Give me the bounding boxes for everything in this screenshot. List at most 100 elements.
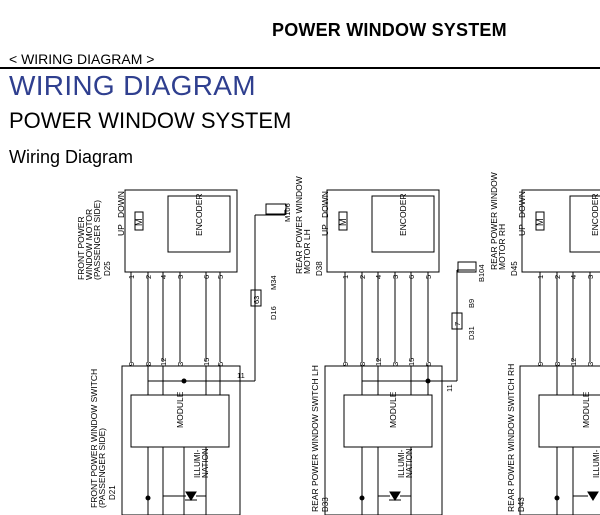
switch-pin: 5 xyxy=(216,362,225,366)
switch-pin: 8 xyxy=(144,362,153,366)
module-label: MODULE xyxy=(175,391,185,428)
module-box xyxy=(130,394,230,448)
encoder-label: ENCODER xyxy=(398,193,408,236)
motor-pin: 3 xyxy=(586,275,595,279)
motor-box xyxy=(521,189,600,273)
joint-connector-b: D16 xyxy=(269,306,278,320)
svg-text:FRONT POWER: FRONT POWER xyxy=(76,216,86,280)
group-rear-lh-text: REAR POWER WINDOW MOTOR LH D38 UP DOWN M… xyxy=(294,176,486,512)
motor-down-label: DOWN xyxy=(116,191,126,218)
illumination-label-1: ILLUMI- xyxy=(592,449,600,478)
joint-pin-label: 63 xyxy=(252,296,261,304)
switch-connector-label: D43 xyxy=(517,497,526,512)
switch-pin: 3 xyxy=(391,362,400,366)
motor-label-line-2: MOTOR LH xyxy=(302,229,312,274)
jc-connector-label: M106 xyxy=(283,203,292,222)
module-label: MODULE xyxy=(581,391,591,428)
jc-connector-box xyxy=(265,203,287,215)
group-front-passenger-text: FRONT POWER WINDOW MOTOR (PASSENGER SIDE… xyxy=(76,191,292,508)
switch-connector-label: D33 xyxy=(321,497,330,512)
switch-pin: 5 xyxy=(424,362,433,366)
motor-symbol-box xyxy=(338,211,348,231)
group-rear-rh-text: REAR POWER WINDOW MOTOR RH D45 UP DOWN M… xyxy=(489,172,600,512)
joint-connector-box xyxy=(451,312,463,330)
switch-pin: 8 xyxy=(553,362,562,366)
motor-label-line-1: REAR POWER WINDOW xyxy=(294,176,304,274)
motor-symbol-box xyxy=(535,211,545,231)
motor-up-label: UP xyxy=(517,224,527,236)
illumination-label-1: ILLUMI- xyxy=(193,449,202,478)
motor-pin: 4 xyxy=(569,275,578,279)
motor-up-label: UP xyxy=(116,224,126,236)
encoder-label: ENCODER xyxy=(194,193,204,236)
motor-connector-label: D25 xyxy=(103,261,112,276)
switch-pin: 8 xyxy=(358,362,367,366)
motor-pin: 2 xyxy=(553,275,562,279)
motor-symbol-box xyxy=(134,211,144,231)
section-title: WIRING DIAGRAM xyxy=(9,70,256,101)
motor-pin: 2 xyxy=(144,275,153,279)
switch-pin: 3 xyxy=(176,362,185,366)
motor-pin: 1 xyxy=(341,275,350,279)
illumination-label-2: NATION xyxy=(405,448,414,478)
switch-pin: 12 xyxy=(374,358,383,366)
switch-pin: 9 xyxy=(536,362,545,366)
jc-connector-box xyxy=(457,261,477,273)
motor-pin: 6 xyxy=(202,275,211,279)
illumination-label-1: ILLUMI- xyxy=(397,449,406,478)
motor-label-line-1: FRONT POWER xyxy=(76,216,86,280)
encoder-label: ENCODER xyxy=(590,193,600,236)
motor-pin: 4 xyxy=(374,275,383,279)
breadcrumb: < WIRING DIAGRAM > xyxy=(9,51,155,67)
motor-down-label: DOWN xyxy=(517,191,527,218)
encoder-box xyxy=(167,195,231,253)
motor-pin: 3 xyxy=(391,275,400,279)
motor-label-line-2: MOTOR RH xyxy=(497,224,507,270)
switch-label-line-1: REAR POWER WINDOW SWITCH RH xyxy=(506,364,516,512)
module-box xyxy=(343,394,433,448)
module-label: MODULE xyxy=(388,391,398,428)
jc-connector-label: B104 xyxy=(477,264,486,282)
switch-box xyxy=(324,365,443,515)
encoder-box xyxy=(569,195,600,253)
subsection-title: POWER WINDOW SYSTEM xyxy=(9,108,292,133)
header-divider xyxy=(0,67,600,69)
motor-pin: 1 xyxy=(536,275,545,279)
page-header-title: POWER WINDOW SYSTEM xyxy=(272,20,507,40)
switch-label-line-1: FRONT POWER WINDOW SWITCH xyxy=(89,369,99,508)
switch-box xyxy=(519,365,600,515)
motor-symbol: M xyxy=(338,219,348,227)
group-rear-rh xyxy=(519,189,600,515)
switch-pin: 9 xyxy=(127,362,136,366)
motor-box xyxy=(124,189,238,273)
joint-connector-box xyxy=(250,289,262,307)
switch-label-line-2: (PASSENGER SIDE) xyxy=(97,428,107,508)
motor-label-line-2: WINDOW MOTOR xyxy=(84,209,94,280)
module-box xyxy=(538,394,600,448)
illumination-diode-icon xyxy=(587,491,599,501)
motor-box xyxy=(326,189,440,273)
switch-pin-11: 11 xyxy=(445,384,454,392)
motor-pin: 6 xyxy=(407,275,416,279)
motor-symbol: M xyxy=(134,219,144,227)
illumination-diode-icon xyxy=(185,491,197,501)
switch-box xyxy=(121,365,241,515)
motor-pin: 3 xyxy=(176,275,185,279)
motor-down-label: DOWN xyxy=(320,191,330,218)
motor-label-line-1: REAR POWER WINDOW xyxy=(489,172,499,270)
switch-pin: 9 xyxy=(341,362,350,366)
illumination-diode-icon xyxy=(389,491,401,501)
motor-symbol: M xyxy=(535,219,545,227)
switch-label-line-1: REAR POWER WINDOW SWITCH LH xyxy=(310,365,320,512)
motor-pin: 2 xyxy=(358,275,367,279)
switch-pin: 12 xyxy=(159,358,168,366)
motor-pin: 1 xyxy=(127,275,136,279)
switch-pin: 12 xyxy=(569,358,578,366)
joint-connector-a: M34 xyxy=(269,275,278,290)
figure-title: Wiring Diagram xyxy=(9,147,134,167)
motor-connector-label: D38 xyxy=(315,261,324,276)
switch-pin: 3 xyxy=(586,362,595,366)
group-front-passenger xyxy=(121,189,287,515)
motor-pin: 4 xyxy=(159,275,168,279)
